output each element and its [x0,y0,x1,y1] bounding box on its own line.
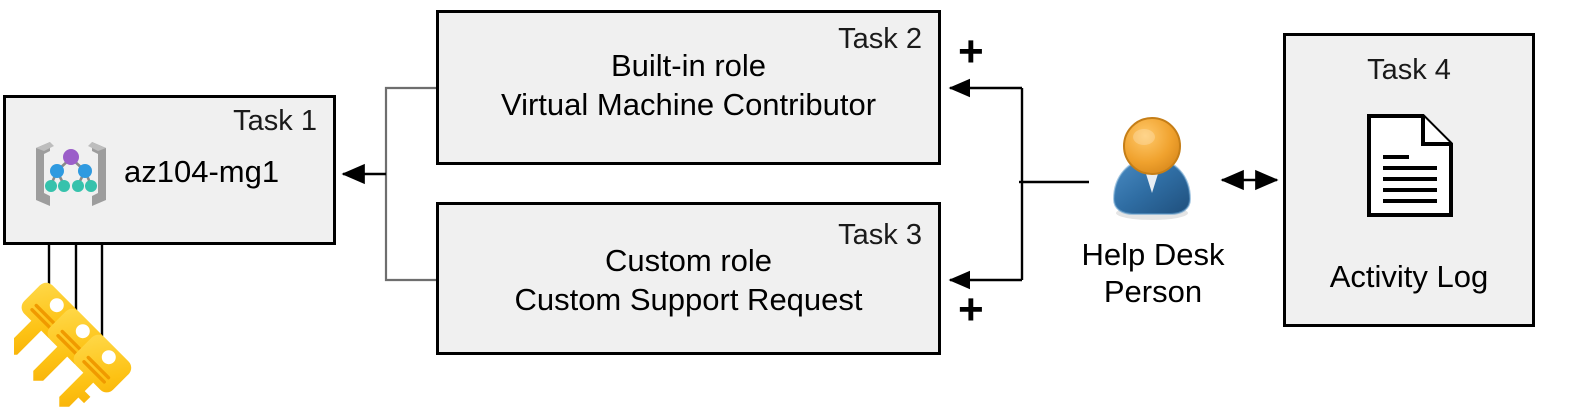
task2-line2: Virtual Machine Contributor [500,87,877,122]
person-caption-line2: Person [1103,274,1203,310]
key-icon-3 [59,334,132,407]
document-icon [1365,113,1455,218]
person-caption-line1: Help Desk [1081,237,1225,272]
task2-label: Task 2 [838,23,922,55]
task2-box[interactable]: Task 2 Built-in role Virtual Machine Con… [436,10,941,165]
task4-label: Task 4 [1367,54,1451,86]
task3-box[interactable]: Task 3 Custom role Custom Support Reques… [436,202,941,355]
task1-text: az104-mg1 [124,154,280,189]
task1-label: Task 1 [233,105,317,137]
person-icon [1104,113,1200,223]
task4-text: Activity Log [1329,259,1489,294]
task2-line1: Built-in role [610,48,767,83]
person-caption: Help Desk Person [1060,236,1246,310]
plus-icon-top: + [958,27,984,76]
task3-line1: Custom role [604,243,773,278]
key-icon-group [7,278,139,409]
management-group-icon [30,134,114,210]
task3-label: Task 3 [838,219,922,251]
task3-line2: Custom Support Request [514,282,863,317]
connector-roles-to-task1 [384,86,436,282]
plus-icon-bottom: + [958,285,984,334]
